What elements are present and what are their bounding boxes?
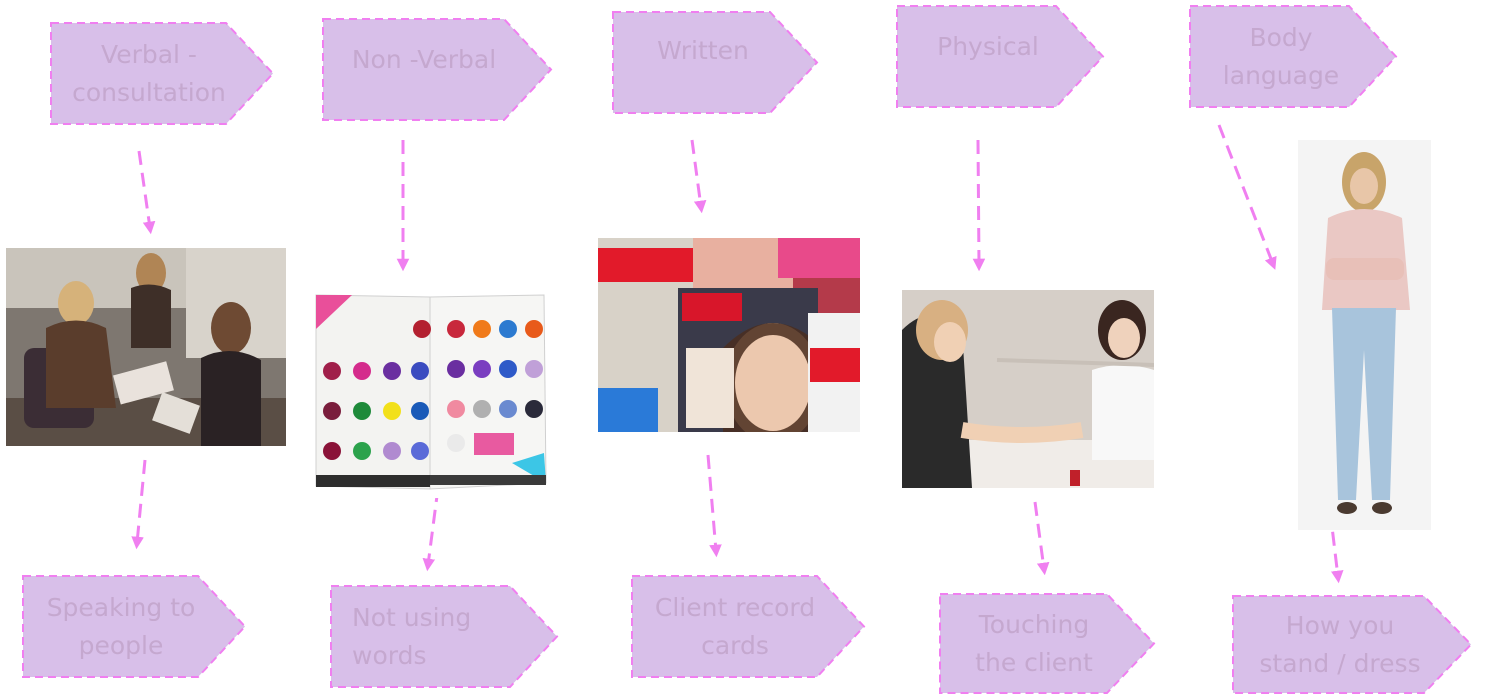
- description-shape-written: Client record cards: [631, 575, 866, 678]
- hair-colour-chart-photo: [312, 293, 548, 498]
- category-shape-physical: Physical: [896, 5, 1105, 108]
- description-label: Client record cards: [654, 592, 816, 660]
- description-label: Not using words: [352, 602, 472, 670]
- category-label: Body language: [1222, 22, 1340, 90]
- category-shape-body-language: Body language: [1189, 5, 1398, 108]
- description-label: Speaking to people: [46, 592, 196, 660]
- description-shape-physical: Touching the client: [939, 593, 1156, 694]
- description-shape-body-language: How you stand / dress: [1232, 595, 1473, 694]
- arrow-body-language-down: [1217, 124, 1277, 270]
- standing-woman-photo: [1298, 140, 1431, 530]
- arrow-verbal-to-description: [131, 459, 147, 550]
- category-label: Physical: [937, 32, 1039, 61]
- category-shape-verbal: Verbal - consultation: [50, 22, 275, 125]
- magazines-photo: [598, 238, 860, 432]
- category-label: Verbal - consultation: [72, 39, 226, 107]
- description-label: How you stand / dress: [1259, 610, 1421, 678]
- manicure-photo: [902, 290, 1154, 488]
- arrow-physical-down: [972, 139, 986, 272]
- description-shape-non-verbal: Not using words: [330, 585, 559, 688]
- arrow-written-down: [690, 139, 707, 214]
- description-label: Touching the client: [975, 609, 1093, 677]
- category-label: Written: [657, 36, 749, 65]
- arrow-physical-to-description: [1033, 501, 1050, 576]
- category-shape-written: Written: [612, 11, 819, 114]
- category-label: Non -Verbal: [351, 44, 497, 74]
- category-shape-non-verbal: Non -Verbal: [322, 18, 553, 121]
- arrow-verbal-down: [137, 150, 156, 235]
- arrow-non-verbal-to-description: [422, 487, 440, 572]
- description-shape-verbal: Speaking to people: [22, 575, 247, 678]
- salon-consultation-photo: [6, 248, 286, 446]
- arrow-written-to-description: [706, 454, 722, 558]
